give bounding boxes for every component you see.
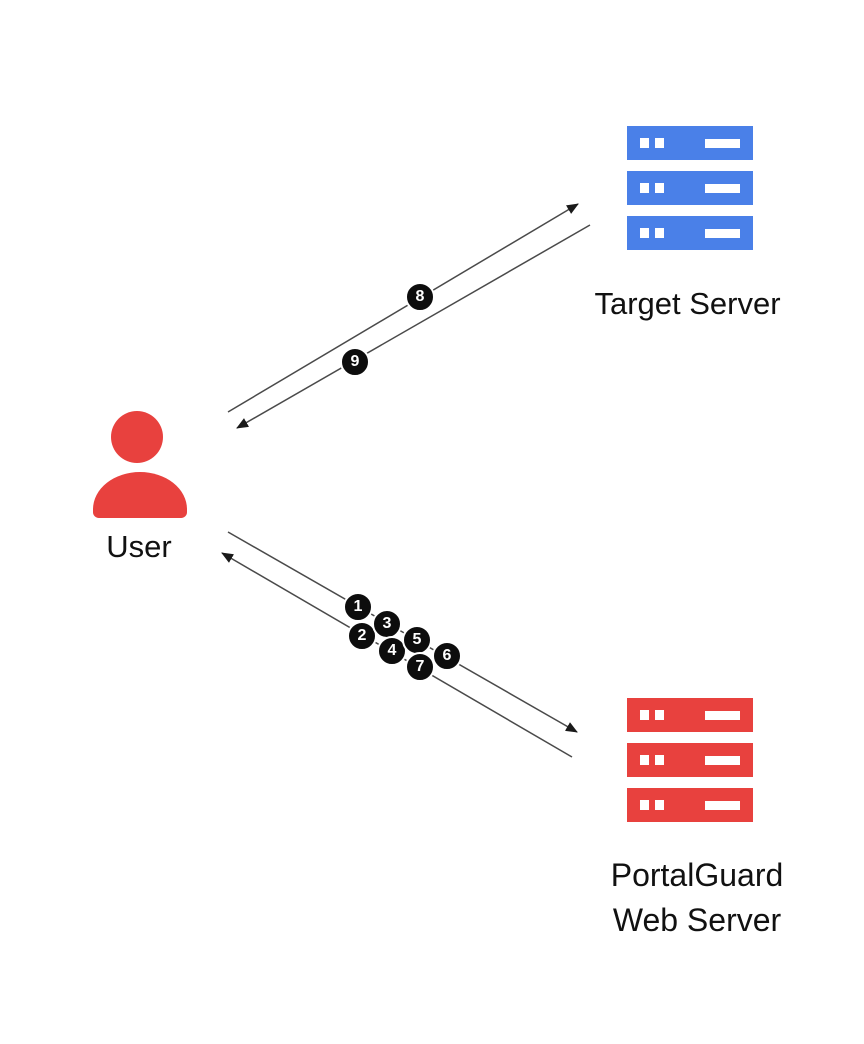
target-server-label: Target Server: [594, 286, 781, 321]
server-rack-unit: [627, 788, 753, 822]
target-server-icon: [627, 126, 753, 250]
arrow-user-to-target: [227, 203, 579, 413]
step-circle-6: 6: [432, 641, 462, 671]
step-circle-9: 9: [340, 347, 370, 377]
portalguard-server-label: PortalGuard Web Server: [610, 857, 784, 938]
server-rack-unit: [627, 126, 753, 160]
arrow-target-to-user: [236, 224, 591, 429]
server-rack-unit: [627, 216, 753, 250]
portalguard-server-icon: [627, 698, 753, 822]
step-circle-3: 3: [372, 609, 402, 639]
step-circle-7: 7: [405, 652, 435, 682]
server-rack-unit: [627, 743, 753, 777]
user-label: User: [106, 529, 172, 564]
server-rack-unit: [627, 171, 753, 205]
arrow-user-to-portalguard: [227, 531, 578, 733]
step-circle-5: 5: [402, 625, 432, 655]
server-rack-unit: [627, 698, 753, 732]
step-circle-1: 1: [343, 592, 373, 622]
person-icon: [111, 411, 163, 463]
step-circle-8: 8: [405, 282, 435, 312]
